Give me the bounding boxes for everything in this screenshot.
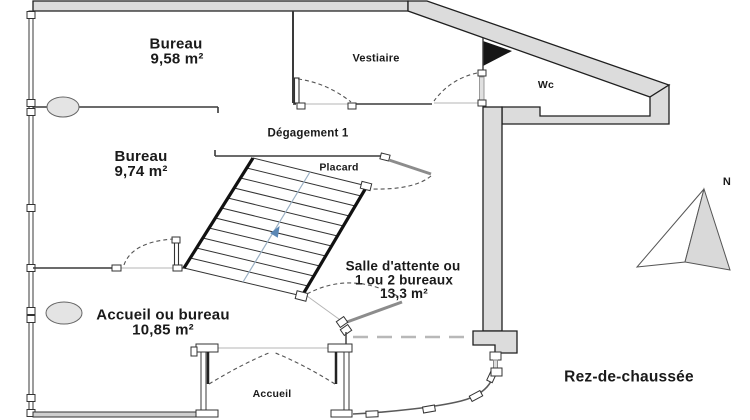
vestiaire-door [293,77,357,110]
bureau-mid-area: 9,74 m² [114,163,167,180]
north-arrow: N [635,176,731,271]
salle-attente-area: 13,3 m² [380,286,428,301]
entry-frame-left [190,343,219,418]
stair-centerline [242,171,311,283]
curved-glass-wall [352,351,503,418]
right-vertical-wall [482,106,503,332]
entry-frame-right [327,343,353,418]
placard-door [371,158,432,190]
door-swing-arc [433,72,478,102]
window-ellipse-bureau [46,96,80,118]
wc-label: Wc [538,79,554,91]
room-labels: Bureau 9,58 m² Vestiaire Wc Dégagement 1… [96,36,554,401]
staircase [182,152,391,302]
door-swing-arc [371,175,432,190]
accueil-label: Accueil [253,388,292,400]
interior-walls [33,11,484,269]
bottom-walls [32,343,353,418]
side-door-connectors [489,351,503,377]
bureau-top-area: 9,58 m² [150,51,203,68]
stair-direction-arrow [270,226,280,238]
roof-corner-triangle [483,41,512,66]
salle-attente-line1: Salle d'attente ou [346,259,461,274]
salle-attente-line2: 1 ou 2 bureaux [355,273,453,288]
top-wall [32,0,409,12]
accueil-bureau-name: Accueil ou bureau [96,307,229,324]
bottom-wall-band [32,411,197,418]
wc-door [433,69,487,107]
north-label: N [723,176,731,188]
placard-label: Placard [319,162,358,174]
left-wall [26,10,36,417]
stair-rail-right [300,185,369,297]
floor-title: Rez-de-chaussée [564,369,694,386]
door-swing-arc [297,78,352,103]
entry-door-arc-left [208,351,272,385]
salle-attente-door [306,282,403,345]
stair-rail-left [182,157,255,269]
window-ellipse-accueil [45,301,83,325]
door-swing-arc [123,238,174,266]
degagement-label: Dégagement 1 [267,128,348,140]
bureau-mid-name: Bureau [115,148,168,165]
entry-door-arc-right [272,351,336,385]
accueil-bureau-area: 10,85 m² [132,322,194,339]
wall-connectors [26,11,36,417]
bureau-top-name: Bureau [150,36,203,53]
right-wall-foot [472,330,518,354]
door-leaf [346,300,403,324]
stair-handles [294,152,391,302]
door-closed-lines [121,102,478,349]
bureau-mid-door [111,236,183,272]
door-leaf [388,158,432,176]
vestiaire-label: Vestiaire [352,53,399,65]
exterior-walls [32,0,671,354]
door-swing-arc [306,282,402,299]
